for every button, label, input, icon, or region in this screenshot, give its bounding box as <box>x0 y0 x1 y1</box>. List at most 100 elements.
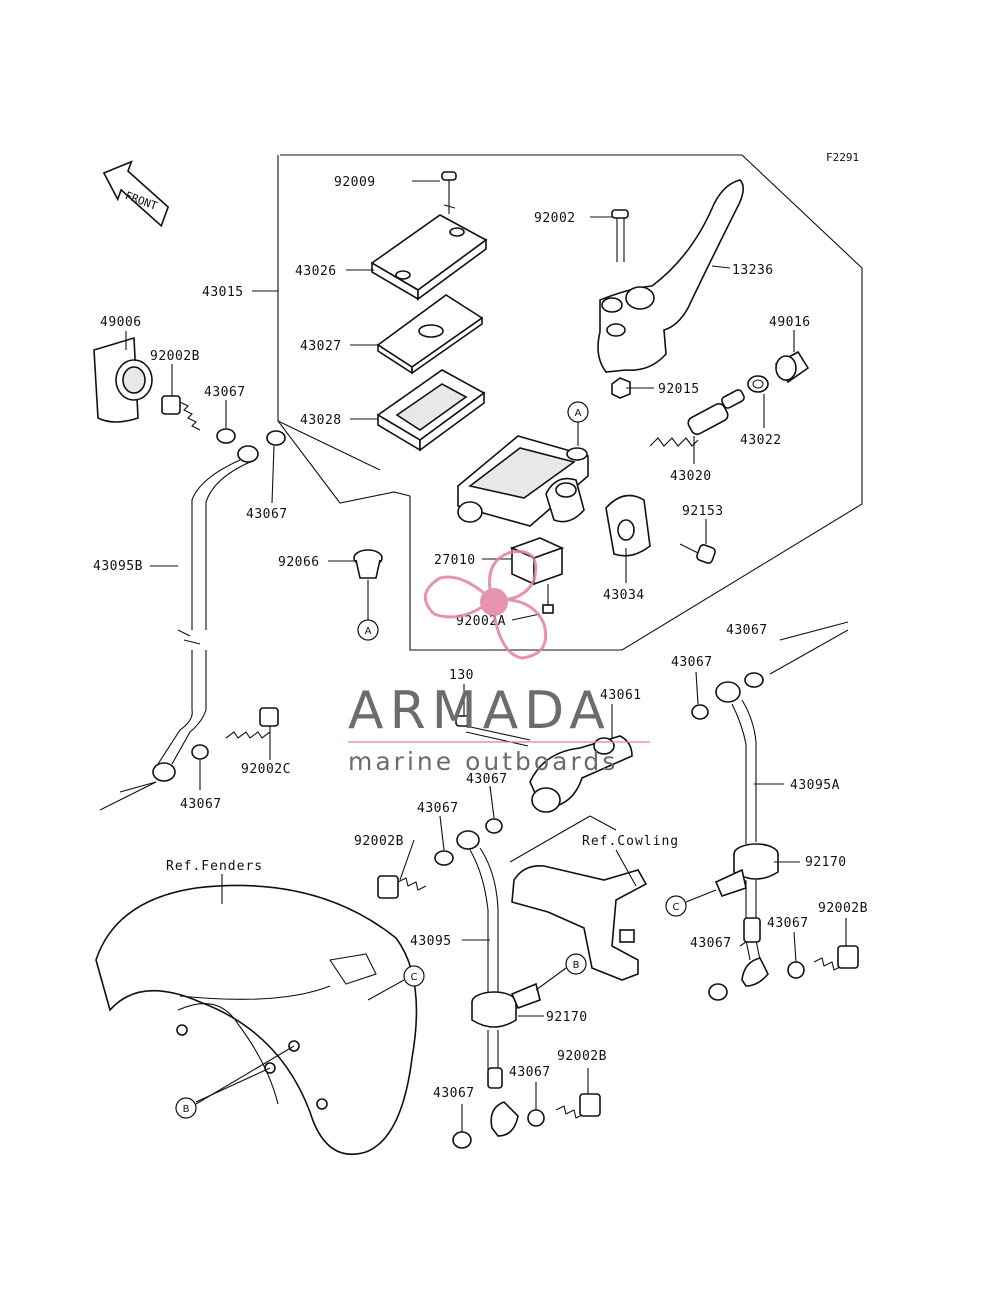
callout-c-right: C <box>665 889 717 917</box>
banjo-bolt-92002B-center <box>377 875 427 899</box>
washer-bottom-1 <box>452 1131 472 1149</box>
label-92002C: 92002C <box>241 762 291 777</box>
guide-line-1 <box>99 781 157 811</box>
label-43027: 43027 <box>300 339 342 354</box>
washer-right-low-2 <box>787 961 805 979</box>
guide-line-4 <box>769 629 849 675</box>
assembly-outline-lower <box>277 420 381 471</box>
washer-top-2 <box>266 430 286 446</box>
label-92002B-d: 92002B <box>557 1049 607 1064</box>
label-43067-i: 43067 <box>690 936 732 951</box>
hose-clamp-92170-right <box>714 843 779 897</box>
watermark-brand: ARMADA <box>348 681 611 741</box>
screw-92009 <box>441 171 457 214</box>
guide-line-3 <box>779 621 849 641</box>
label-92015: 92015 <box>658 382 700 397</box>
svg-text:B: B <box>183 1104 190 1115</box>
bolt-130 <box>455 715 531 747</box>
banjo-bolt-92002B-bottom <box>555 1093 601 1119</box>
callout-a-bottom: A <box>357 580 379 641</box>
label-130: 130 <box>449 668 474 683</box>
hose-43095 <box>456 830 519 1137</box>
plug-92066 <box>353 549 383 579</box>
label-92009: 92009 <box>334 175 376 190</box>
watermark-tagline: marine outboards <box>348 747 618 776</box>
label-43015: 43015 <box>202 285 244 300</box>
label-92153: 92153 <box>682 504 724 519</box>
label-43061: 43061 <box>600 688 642 703</box>
ref-cowling: Ref.Cowling <box>582 834 679 849</box>
label-43095: 43095 <box>410 934 452 949</box>
callout-b-fender: B <box>175 1045 295 1119</box>
label-43095A: 43095A <box>790 778 840 793</box>
label-27010: 27010 <box>434 553 476 568</box>
banjo-bolt-92002B-top <box>161 395 201 431</box>
washer-right-up <box>691 704 709 720</box>
label-92002B-b: 92002B <box>354 834 404 849</box>
svg-text:C: C <box>673 902 680 913</box>
svg-text:A: A <box>575 408 582 419</box>
propeller-logo-icon <box>423 550 548 660</box>
circlip-43022 <box>747 375 769 393</box>
clamp-43034 <box>605 494 651 557</box>
three-way-joint-43061 <box>529 735 633 813</box>
label-92002B-a: 92002B <box>150 349 200 364</box>
diaphragm-43028 <box>376 369 486 452</box>
label-43034: 43034 <box>603 588 645 603</box>
nut-92015 <box>611 377 631 399</box>
label-43095B: 43095B <box>93 559 143 574</box>
label-43028: 43028 <box>300 413 342 428</box>
label-43026: 43026 <box>295 264 337 279</box>
callout-c-fender: C <box>367 965 425 1001</box>
svg-text:A: A <box>365 626 372 637</box>
diaphragm-plate-43027 <box>376 294 484 375</box>
label-43020: 43020 <box>670 469 712 484</box>
label-43067-j: 43067 <box>509 1065 551 1080</box>
label-43067-b: 43067 <box>246 507 288 522</box>
label-92066: 92066 <box>278 555 320 570</box>
label-49006: 49006 <box>100 315 142 330</box>
front-arrow-icon: FRONT <box>102 160 170 228</box>
ref-fenders: Ref.Fenders <box>166 859 263 874</box>
banjo-bolt-92002C <box>225 707 279 739</box>
label-92002A: 92002A <box>456 614 506 629</box>
bolt-92153 <box>679 543 716 564</box>
master-cylinder-body <box>457 435 589 527</box>
label-92002B-c: 92002B <box>818 901 868 916</box>
watermark: ARMADA marine outboards <box>348 550 650 776</box>
label-43067-c: 43067 <box>726 623 768 638</box>
svg-text:C: C <box>411 972 418 983</box>
piston-43020 <box>649 389 745 447</box>
label-43067-k: 43067 <box>433 1086 475 1101</box>
washer-bottom-2 <box>527 1109 545 1127</box>
cap-49006 <box>93 336 153 423</box>
figure-code: F2291 <box>826 151 859 164</box>
brake-lever-13236 <box>597 179 744 373</box>
cowling-bracket <box>509 815 648 981</box>
washer-center-1 <box>434 850 454 866</box>
assembly-outline <box>277 154 863 651</box>
washer-right-low <box>708 983 728 1001</box>
label-43067-h: 43067 <box>767 916 809 931</box>
label-43067-f: 43067 <box>180 797 222 812</box>
label-92002: 92002 <box>534 211 576 226</box>
reservoir-cap-43026 <box>370 214 488 301</box>
washer-right-top <box>744 672 764 688</box>
boot-49016 <box>774 350 810 384</box>
hose-clamp-92170-center <box>471 982 541 1028</box>
label-92170-a: 92170 <box>805 855 847 870</box>
washer-left-low <box>191 744 209 760</box>
hose-43095A <box>715 681 769 987</box>
label-49016: 49016 <box>769 315 811 330</box>
washer-mid <box>485 818 503 834</box>
callout-a-top: A <box>567 401 589 446</box>
svg-text:B: B <box>573 960 580 971</box>
label-43067-g: 43067 <box>417 801 459 816</box>
pivot-bolt-92002 <box>611 209 629 262</box>
label-43067-e: 43067 <box>466 772 508 787</box>
label-43067-a: 43067 <box>204 385 246 400</box>
label-43022: 43022 <box>740 433 782 448</box>
callout-b-center: B <box>535 953 587 991</box>
banjo-bolt-92002B-right <box>813 945 859 971</box>
